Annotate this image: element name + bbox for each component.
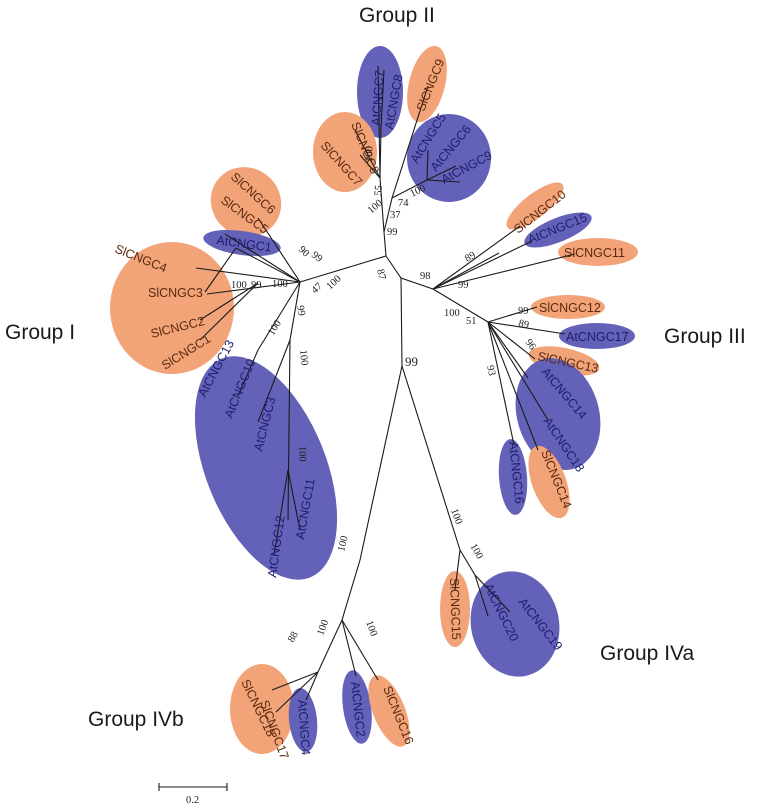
ellipse-slcngc15 [440,571,470,647]
ellipse-atcngc3-10-11-12-13 [194,356,338,580]
ellipse-atcngc1 [203,229,281,257]
boot-96: 96 [523,337,538,352]
boot-100-g1d: 100 [266,318,284,337]
ellipse-slcngc11 [558,238,638,266]
boot-55: 55 [373,185,385,197]
boot-100-g1e: 100 [297,349,310,366]
boot-89: 89 [463,250,477,265]
clade-highlights [110,45,638,754]
group-label-i: Group I [5,321,75,344]
boot-100-g1a: 100 [231,280,247,291]
boot-98: 98 [420,271,431,282]
boot-99-g3b: 99 [518,306,529,317]
boot-99-g4: 99 [405,354,418,369]
label-atcngc4: AtCNGC4 [295,699,313,755]
ellipse-slcngc1-4 [110,242,234,374]
ellipse-slcngc7-8 [313,112,377,192]
group-labels: Group II Group I Group III Group IVa Gro… [5,4,746,731]
boot-99-g1c: 99 [294,305,307,317]
ellipse-atcngc14-18 [515,358,601,470]
boot-89-g3: 89 [517,318,530,331]
label-slcngc12: SlCNGC12 [539,301,601,315]
boot-51: 51 [466,316,477,327]
boot-37: 37 [390,210,401,221]
group-label-iva: Group IVa [600,642,694,665]
label-slcngc3: SlCNGC3 [148,286,203,300]
ellipse-slcngc17-18 [230,664,294,754]
scale-bar: 0.2 [158,783,228,806]
label-atcngc17: AtCNGC17 [566,330,629,344]
group-label-ii: Group II [359,4,435,27]
boot-88: 88 [286,630,301,645]
boot-93: 93 [484,364,497,377]
boot-47: 47 [310,281,325,296]
ellipse-atcngc16 [498,439,528,515]
boot-74: 74 [398,198,409,209]
boot-100-g4b2: 100 [315,618,331,637]
group-label-iii: Group III [664,325,746,348]
ellipse-atcngc4 [288,688,318,752]
boot-99-g3a: 99 [458,280,469,291]
ellipse-slcngc12 [531,295,605,319]
boot-100-g4a2: 100 [467,542,484,561]
boot-100-g1f: 100 [296,446,308,462]
ellipse-atcngc2 [342,670,372,744]
boot-99-g1a: 99 [309,250,324,265]
tree-branches [195,65,576,713]
ellipse-slcngc9 [407,45,447,123]
label-slcngc15: SlCNGC15 [447,578,463,640]
ellipse-slcngc10 [506,182,564,230]
boot-100-g4a: 100 [448,507,464,526]
boot-100-g4b3: 100 [363,619,379,638]
boot-87: 87 [374,268,387,281]
label-atcngc7: AtCNGC7 [369,70,387,126]
scale-bar-label: 0.2 [186,795,199,806]
boot-100-g1c: 100 [325,274,344,293]
boot-100-g3: 100 [444,308,460,319]
boot-100-g4b: 100 [336,535,350,553]
boot-100-g2a: 100 [364,146,376,162]
ellipse-slcngc16 [368,675,410,747]
scale-bar-line [158,783,228,791]
ellipse-atcngc7-8 [357,46,403,138]
boot-90: 90 [296,244,311,259]
boot-99-center: 99 [387,227,398,238]
label-slcngc11: SlCNGC11 [564,246,625,260]
ellipse-slcngc5-6 [210,167,282,237]
ellipse-slcngc14 [528,445,570,519]
ellipse-atcngc17 [559,323,635,349]
group-label-ivb: Group IVb [88,708,184,731]
boot-99-g1b: 99 [251,280,262,291]
label-atcngc16: AtCNGC16 [506,441,526,505]
ellipse-atcngc19-20 [470,571,560,677]
label-atcngc2: AtCNGC2 [348,681,368,738]
boot-100-g1b: 100 [272,279,288,290]
ellipse-atcngc15 [524,212,592,248]
